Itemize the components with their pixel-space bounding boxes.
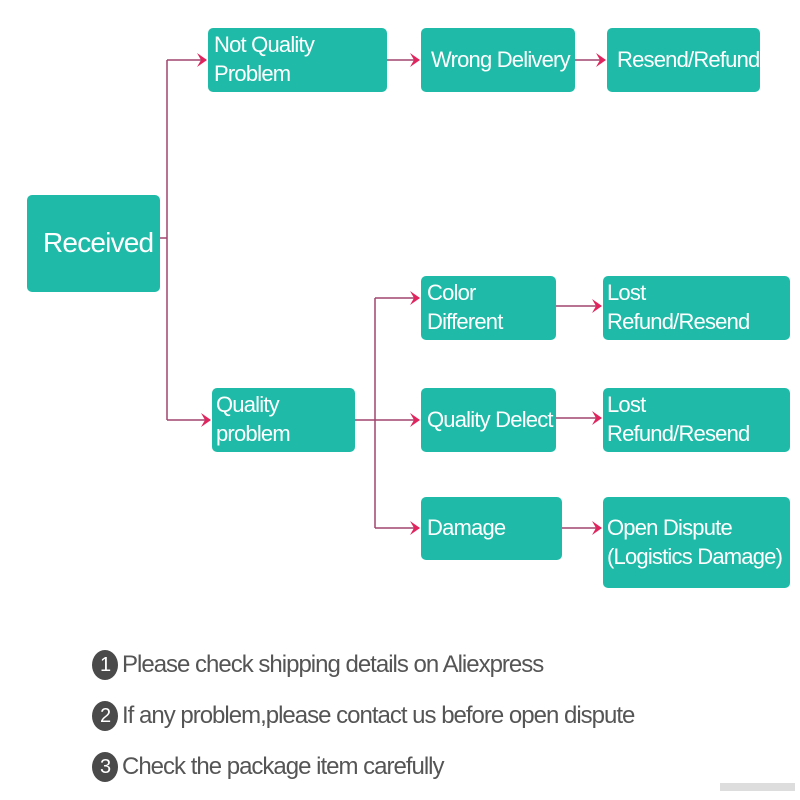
note-3: 3 Check the package item carefully: [92, 752, 445, 782]
node-lost-refund-resend-1: Lost Refund/Resend: [603, 276, 790, 340]
node-resend-refund: Resend/Refund: [607, 28, 760, 92]
node-color-different: Color Different: [421, 276, 556, 340]
note-text: If any problem,please contact us before …: [122, 702, 635, 729]
open-dispute-line2: (Logistics Damage): [607, 543, 783, 569]
note-2: 2 If any problem,please contact us befor…: [92, 701, 635, 731]
decorative-bar: [720, 783, 795, 791]
node-open-dispute: Open Dispute (Logistics Damage): [603, 497, 790, 588]
note-text: Check the package item carefully: [122, 753, 445, 780]
note-text: Please check shipping details on Aliexpr…: [122, 651, 544, 678]
note-1: 1 Please check shipping details on Aliex…: [92, 650, 544, 680]
node-damage: Damage: [421, 497, 562, 560]
number-3-icon: 3: [92, 752, 118, 782]
node-not-quality-problem: Not Quality Problem: [208, 28, 387, 92]
number-2-icon: 2: [92, 701, 118, 731]
node-lost-refund-resend-2: Lost Refund/Resend: [603, 388, 790, 452]
number-1-icon: 1: [92, 650, 118, 680]
node-received: Received: [27, 195, 160, 292]
node-quality-defect: Quality Delect: [421, 388, 556, 452]
open-dispute-line1: Open Dispute: [607, 514, 733, 540]
node-quality-problem: Quality problem: [212, 388, 355, 452]
node-wrong-delivery: Wrong Delivery: [421, 28, 575, 92]
